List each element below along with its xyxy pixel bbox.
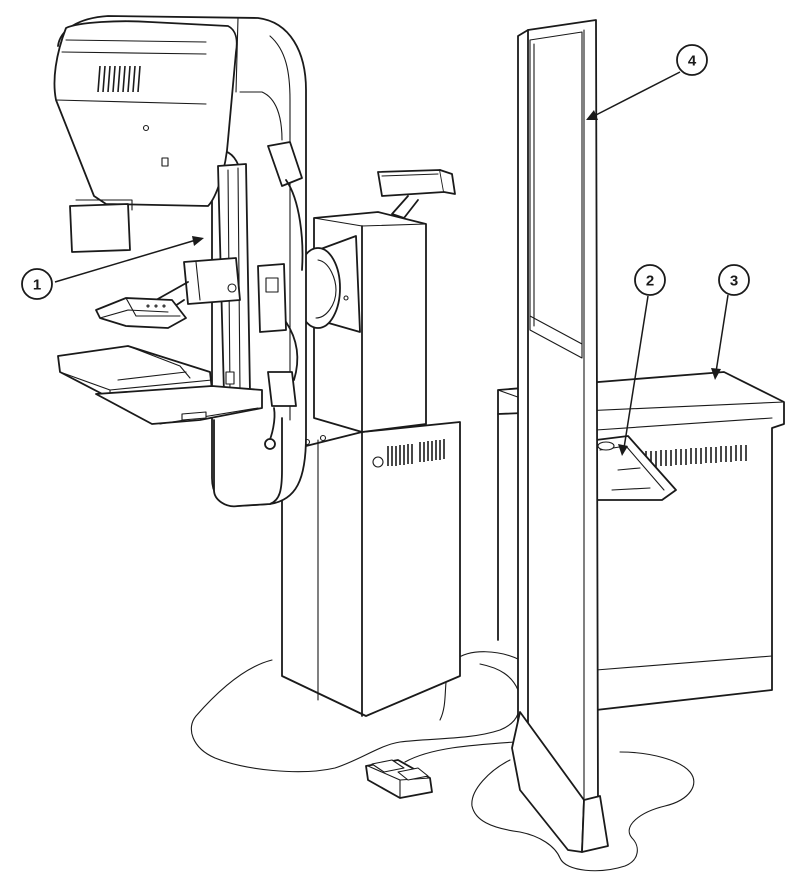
power-knob: [372, 456, 384, 468]
arrowhead-icon: [711, 368, 721, 380]
arrowhead-icon: [192, 236, 204, 246]
leader-line-1: [54, 239, 197, 283]
callout-marker-icon: [718, 264, 750, 296]
rotation-mount: [295, 235, 361, 333]
foot-switch: [365, 759, 433, 799]
callout-marker-icon: [634, 264, 666, 296]
callout-1: 1: [21, 268, 53, 300]
image-receptor: [57, 345, 263, 425]
callout-1-label: 1: [33, 277, 41, 294]
callout-3: 3: [718, 264, 750, 296]
leader-line-4: [593, 71, 681, 117]
c-arm: [53, 15, 307, 508]
console-vent: [635, 445, 747, 468]
footswitch-cable: [404, 741, 516, 763]
callout-2-label: 2: [646, 273, 654, 290]
arrowhead-icon: [618, 444, 628, 456]
gantry-stand: [281, 421, 461, 717]
stand-vent: [387, 439, 445, 466]
leader-line-2: [623, 295, 649, 449]
leader-line-3: [715, 294, 729, 373]
callout-4-label: 4: [688, 53, 697, 70]
display-unit: [377, 169, 456, 219]
callout-2: 2: [634, 264, 666, 296]
callout-3-label: 3: [730, 273, 738, 290]
tube-head-vent: [97, 65, 141, 93]
callout-marker-icon: [21, 268, 53, 300]
radiation-shield: [511, 19, 609, 853]
callout-marker-icon: [676, 44, 708, 76]
floor-cable-outline-right: [471, 751, 695, 872]
arrowhead-icon: [586, 110, 598, 120]
callout-4: 4: [676, 44, 708, 76]
compression-paddle: [95, 257, 241, 329]
